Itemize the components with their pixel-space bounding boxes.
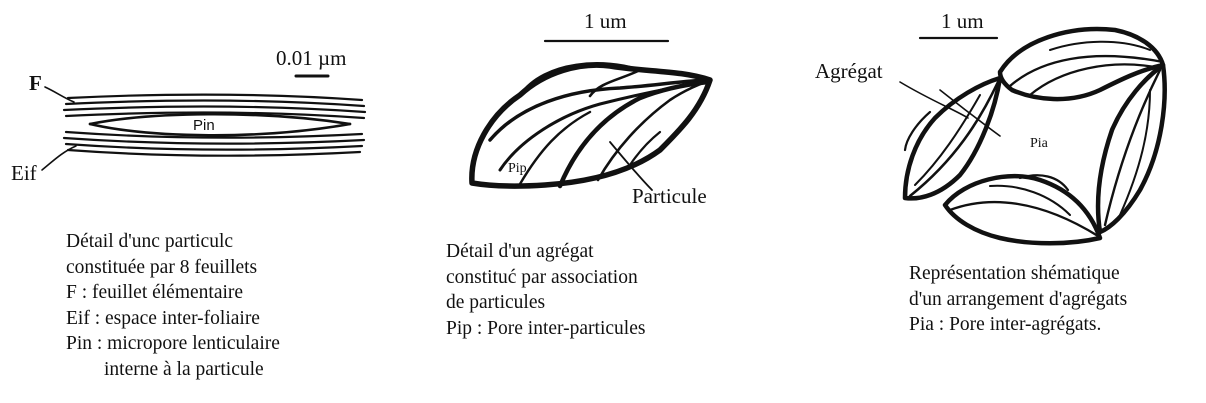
label-pia: Pia <box>1030 136 1049 151</box>
caption-line: Pia : Pore inter-agrégats. <box>909 314 1102 335</box>
aggregate-top-particle-3 <box>1049 40 1151 51</box>
aggregate-left-particle-3 <box>903 110 932 152</box>
aggregate-right-particle-2 <box>1119 89 1151 216</box>
pore-pin-top <box>88 112 352 126</box>
caption-line: Représentation shématique <box>909 263 1120 284</box>
pore-pin-bottom <box>88 122 352 137</box>
caption-particle: Détail d'unc particulc constituée par 8 … <box>66 229 280 382</box>
sheet-4 <box>64 111 366 120</box>
particle-e <box>557 79 711 189</box>
caption-line: interne à la particule <box>104 358 264 380</box>
sheet-1 <box>66 93 364 102</box>
aggregate-bottom-particle-3 <box>1018 174 1070 192</box>
caption-arrangement: Représentation shématique d'un arrangeme… <box>909 261 1127 338</box>
leader-pia <box>939 89 1001 137</box>
sheet-2 <box>64 99 366 108</box>
leader-particule <box>609 141 653 191</box>
aggregate-top-particle-2 <box>1028 63 1162 97</box>
caption-line: constituć par association <box>446 266 638 288</box>
particle-g <box>628 130 662 167</box>
panel-aggregate <box>469 39 713 191</box>
caption-line: d'un arrangement d'agrégats <box>909 288 1128 310</box>
aggregate-left <box>902 75 1003 201</box>
aggregate-top <box>997 26 1166 102</box>
caption-line: Détail d'un agrégat <box>446 241 594 262</box>
aggregate-left-particle-1 <box>908 80 1000 198</box>
aggregate-bottom-particle-2 <box>989 184 1071 216</box>
caption-line: Eif : espace inter-foliaire <box>66 307 260 329</box>
label-eif: Eif <box>11 161 37 185</box>
scale-label-particle: 0.01 µm <box>276 46 346 70</box>
aggregate-bottom-particle-1 <box>948 200 1100 238</box>
scale-label-arrangement: 1 um <box>941 9 984 33</box>
label-pin: Pin <box>193 117 215 134</box>
caption-aggregate: Détail d'un agrégat constituć par associ… <box>446 239 645 341</box>
aggregate-top-particle-1 <box>1008 54 1165 88</box>
caption-line: Détail d'unc particulc <box>66 231 234 252</box>
panel-arrangement <box>899 26 1167 246</box>
aggregate-bottom <box>942 173 1103 246</box>
particle-d <box>518 110 592 186</box>
caption-line: F : feuillet élémentaire <box>66 282 244 303</box>
leader-eif <box>41 145 77 171</box>
leader-agregat <box>899 81 969 119</box>
aggregate-right <box>1095 62 1167 235</box>
particle-b <box>488 78 712 142</box>
scale-label-aggregate: 1 um <box>584 9 627 33</box>
caption-line: Pin : micropore lenticulaire <box>66 333 280 354</box>
caption-line: constituée par 8 feuillets <box>66 256 258 278</box>
label-particule: Particule <box>632 184 707 208</box>
sheet-6 <box>62 136 366 145</box>
sheet-7 <box>64 142 364 151</box>
caption-line: Pip : Pore inter-particules <box>446 317 646 339</box>
label-agregat: Agrégat <box>815 59 883 83</box>
sheet-3 <box>62 105 367 114</box>
sheet-8 <box>66 148 362 157</box>
particle-a <box>518 62 642 98</box>
aggregate-left-particle-2 <box>914 94 981 186</box>
aggregate-right-particle-1 <box>1103 68 1162 227</box>
sheet-5 <box>64 130 364 139</box>
leader-f <box>44 86 75 103</box>
panel-particle <box>41 74 367 171</box>
particle-f <box>596 78 712 182</box>
label-pip: Pip <box>508 161 527 176</box>
label-f: F <box>29 71 42 95</box>
caption-line: de particules <box>446 292 546 313</box>
